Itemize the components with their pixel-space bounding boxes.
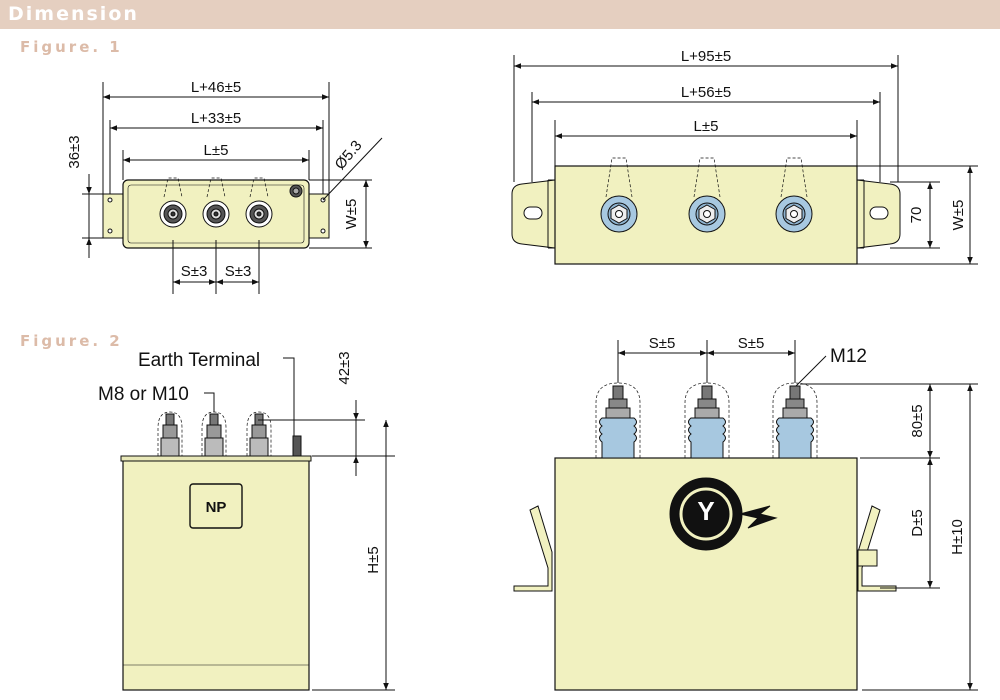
fig2-left-earth-terminal-icon — [292, 435, 302, 457]
brand-logo-icon — [669, 477, 778, 551]
fig2-left-dim-42: 42±3 — [336, 351, 353, 384]
fig2-right-insulator-3-icon — [772, 382, 818, 459]
fig2-left-side-view — [120, 357, 395, 691]
fig2-right-dim-s1: S±5 — [649, 335, 676, 352]
fig2-right-dim-s2: S±5 — [738, 335, 765, 352]
fig2-left-bolt-label: M8 or M10 — [98, 384, 189, 405]
figure-1-label: Figure. 1 — [20, 38, 123, 56]
fig1-right-dim-total: L+95±5 — [681, 48, 731, 65]
fig1-left-dim-body: L±5 — [204, 142, 229, 159]
logo-letter: Y — [697, 496, 714, 526]
fig1-left-dim-hole: Ø5.3 — [332, 137, 366, 173]
fig1-left-dim-total: L+46±5 — [191, 79, 241, 96]
fig2-right-insulator-2-icon — [684, 382, 730, 459]
fig1-left-terminal-3-icon — [245, 177, 273, 228]
fig2-right-bolt-label: M12 — [830, 346, 867, 367]
fig1-right-dim-70: 70 — [908, 207, 925, 224]
fig1-left-dim-width: W±5 — [343, 199, 360, 230]
fig2-left-bolt-3-icon — [246, 411, 272, 457]
np-label: NP — [206, 499, 227, 516]
np-box — [189, 483, 243, 529]
fig2-right-dim-d: D±5 — [909, 509, 926, 536]
fig1-left-dim-mid: L+33±5 — [191, 110, 241, 127]
fig2-right-insulator-1-icon — [595, 382, 641, 459]
fig1-left-terminal-1-icon — [159, 177, 187, 228]
fig1-right-dim-width: W±5 — [950, 200, 967, 231]
fig1-right-dim-body: L±5 — [694, 118, 719, 135]
fig1-right-dim-mid: L+56±5 — [681, 84, 731, 101]
figure-2-label: Figure. 2 — [20, 332, 123, 350]
fig1-right-terminal-3-icon — [775, 157, 813, 233]
fig1-left-dim-s1: S±3 — [181, 263, 208, 280]
fig1-right-terminal-1-icon — [600, 157, 638, 233]
fig2-right-side-view — [513, 340, 978, 691]
fig2-left-bolt-2-icon — [201, 411, 227, 457]
page-title: Dimension — [8, 3, 139, 25]
fig1-right-top-view — [511, 55, 978, 265]
earth-terminal-label: Earth Terminal — [138, 350, 260, 371]
header-bar — [0, 0, 1000, 29]
fig2-right-dim-80: 80±5 — [909, 404, 926, 437]
fig2-right-dim-h: H±10 — [949, 519, 966, 555]
fig1-left-terminal-2-icon — [202, 177, 230, 228]
fig1-left-dim-s2: S±3 — [225, 263, 252, 280]
fig2-left-bolt-1-icon — [157, 411, 183, 457]
fig1-left-dim-height: 36±3 — [66, 135, 83, 168]
fig1-right-terminal-2-icon — [688, 157, 726, 233]
fig2-left-dim-h: H±5 — [365, 546, 382, 573]
fig1-left-top-view — [82, 82, 383, 294]
